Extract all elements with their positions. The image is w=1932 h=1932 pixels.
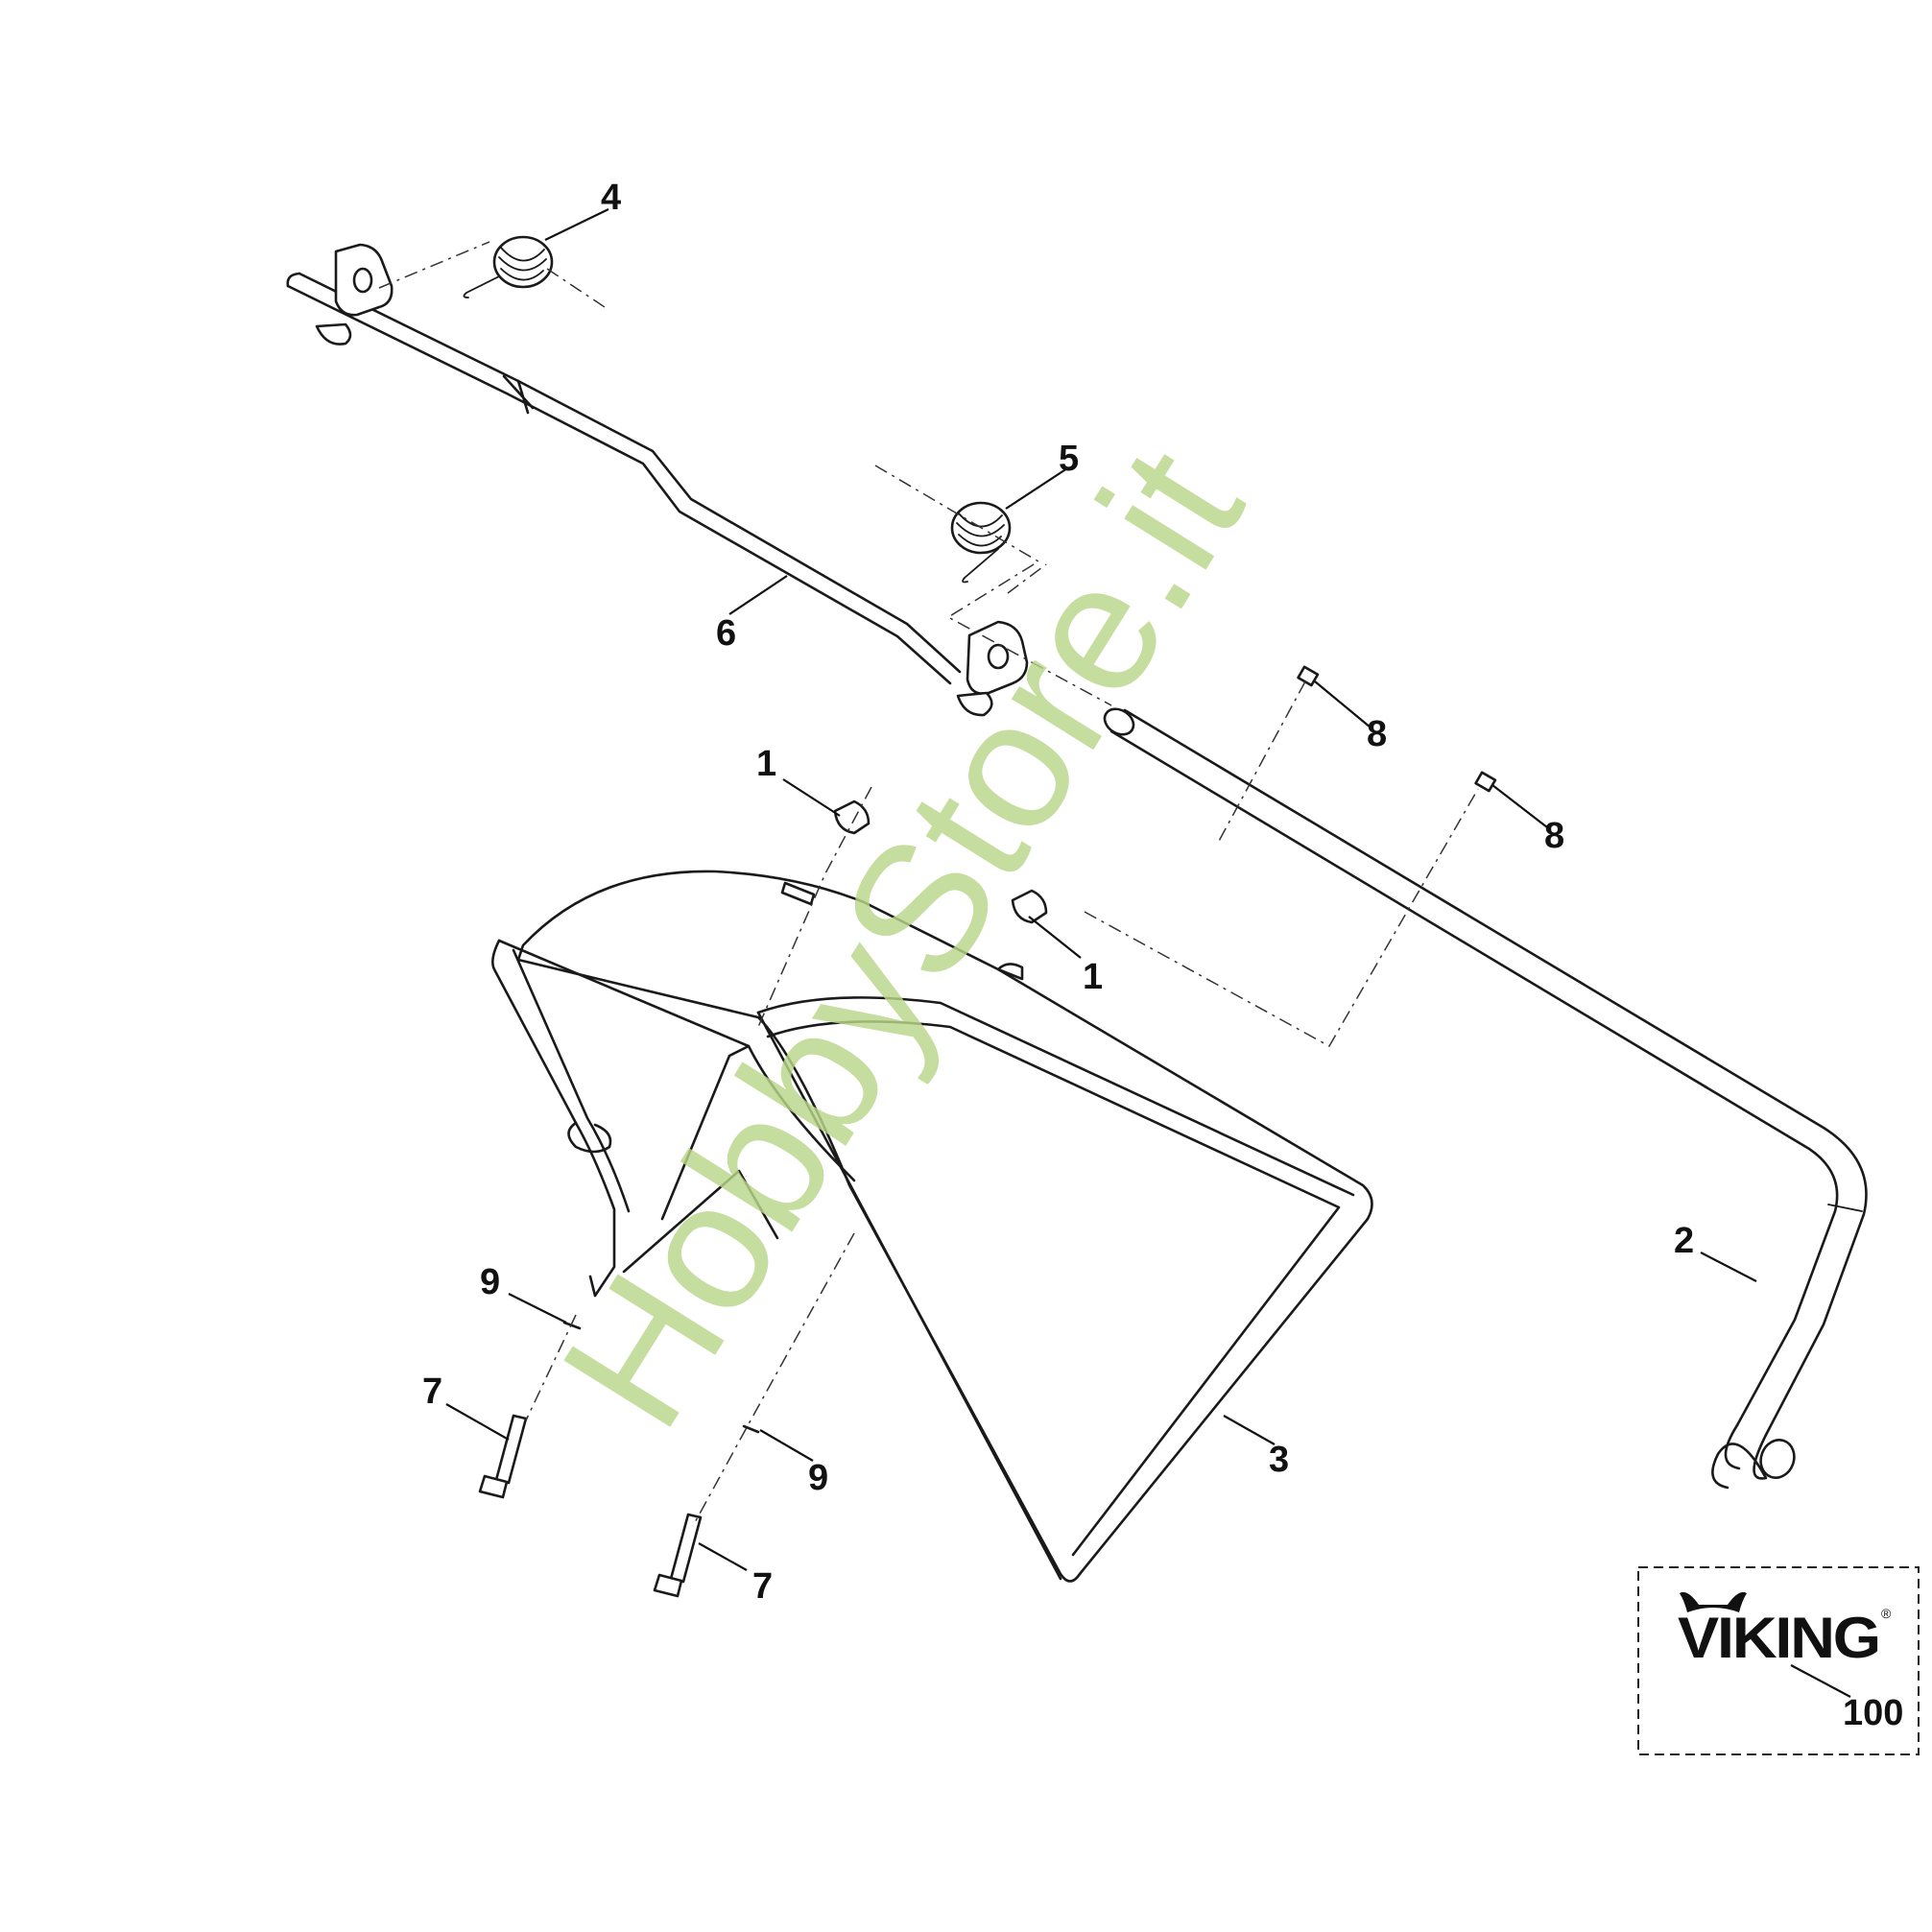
callout-5: 5 [1059,439,1079,479]
deflector-part-3 [491,870,1373,1583]
spring-part-4 [463,235,554,298]
viking-logo-text: VIKING [1678,1606,1879,1670]
callout-8a: 8 [1367,714,1387,754]
callout-8b: 8 [1544,816,1564,856]
callout-3: 3 [1269,1440,1289,1480]
registered-mark: ® [1881,1606,1892,1621]
clip-part-1 [833,799,1048,924]
callout-100: 100 [1843,1693,1903,1733]
bolt-part-7 [478,1414,703,1598]
callout-2: 2 [1674,1221,1694,1261]
nut-part-8 [1297,665,1497,793]
spring-part-5 [950,501,1012,584]
callout-labels: 4 5 6 1 1 8 8 2 3 9 7 9 7 [422,178,1694,1607]
callout-6: 6 [716,613,736,654]
pin-part-9 [562,1321,760,1434]
rod-part-6 [286,243,1029,717]
callout-4: 4 [601,178,621,218]
leader-lines [445,208,1757,1571]
callout-7b: 7 [752,1566,773,1607]
callout-7a: 7 [422,1371,442,1412]
handle-rod-part-2 [1103,707,1868,1490]
viking-logo-box: VIKING ® 100 [1637,1566,1920,1755]
callout-1b: 1 [1083,957,1103,997]
callout-9b: 9 [808,1458,828,1498]
assembly-lines [378,241,1479,1527]
callout-9a: 9 [480,1262,500,1302]
viking-helmet-icon [1680,1591,1747,1612]
callout-1a: 1 [756,744,776,784]
